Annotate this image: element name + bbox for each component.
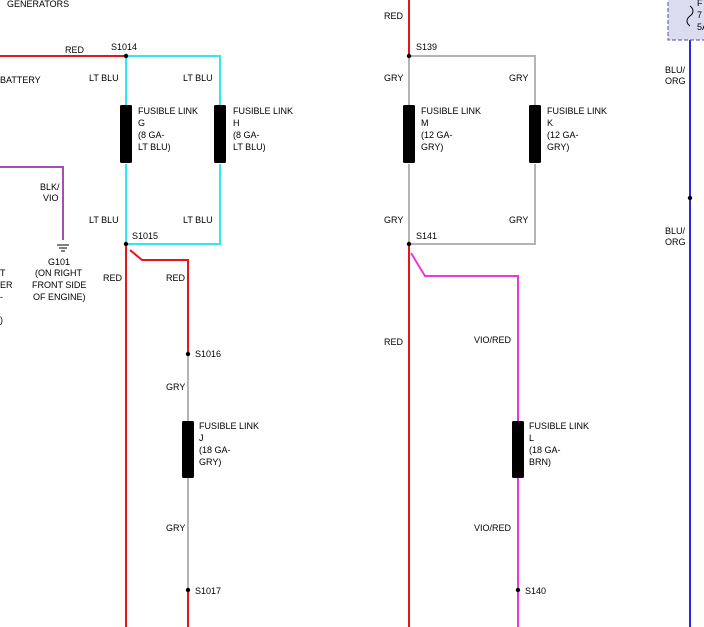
splice-s140-dot [515, 587, 521, 593]
left-cut-line-4: ) [0, 315, 3, 325]
splice-label-s139: S139 [416, 42, 437, 52]
fuse-box-line-1: F [697, 0, 703, 8]
splice-label-s141: S141 [416, 231, 437, 241]
splice-s1015-dot [123, 241, 129, 247]
fusible-link-m-label-1: FUSIBLE LINK [421, 106, 481, 116]
wire-label-lt-blu-1: LT BLU [89, 73, 119, 83]
wire-label-vio-red-bottom: VIO/RED [474, 523, 512, 533]
fusible-link-k-label-2: K [547, 118, 553, 128]
wire-lt-blu-h-to-s1015 [126, 164, 221, 245]
fusible-link-j-label-2: J [199, 433, 204, 443]
fusible-link-m-label-4: GRY) [421, 142, 443, 152]
splice-s1017-dot [185, 587, 191, 593]
left-cut-line-3: - [0, 292, 3, 302]
fusible-link-j-label-4: GRY) [199, 457, 221, 467]
fusible-link-k-label-1: FUSIBLE LINK [547, 106, 607, 116]
splice-label-s1014: S1014 [111, 42, 137, 52]
wire-lt-blu-s1014-to-h [126, 55, 221, 106]
fusible-link-m-label-2: M [421, 118, 429, 128]
wire-label-blk-vio-2: VIO [43, 193, 59, 203]
wire-blk-vio-ground [0, 166, 64, 240]
ground-location-3: OF ENGINE) [33, 292, 86, 302]
fusible-link-g-body [120, 105, 132, 163]
fusible-link-g-label-4: LT BLU) [138, 142, 171, 152]
wire-label-gry-j-bottom: GRY [166, 523, 185, 533]
fusible-link-h-label-3: (8 GA- [233, 130, 260, 140]
wire-label-red-top: RED [384, 11, 404, 21]
ground-name: G101 [48, 257, 70, 267]
wire-red-s1015-to-s1016 [129, 249, 189, 354]
ground-location-2: FRONT SIDE [32, 280, 86, 290]
wire-vio-red-s141-to-l [410, 252, 519, 422]
fusible-link-j-body [182, 421, 194, 478]
wire-label-gry-j-top: GRY [166, 382, 185, 392]
fuse-icon [686, 5, 694, 27]
fusible-link-k-body [529, 105, 541, 163]
fuse-box-outline [667, 0, 704, 41]
wire-label-gry-m-bottom: GRY [384, 215, 403, 225]
left-cut-line-1: T [0, 268, 6, 278]
fusible-link-h-label-4: LT BLU) [233, 142, 266, 152]
fuse-box: F 7 5A [667, 0, 704, 41]
wire-label-lt-blu-3: LT BLU [89, 215, 119, 225]
splice-s139-dot [406, 53, 412, 59]
ground-g101-icon [57, 244, 69, 252]
ground-location-1: (ON RIGHT [35, 268, 82, 278]
wire-label-lt-blu-4: LT BLU [183, 215, 213, 225]
fusible-link-j-label-3: (18 GA- [199, 445, 231, 455]
fuse-box-line-2: 7 [697, 10, 702, 20]
fuse-box-line-3: 5A [697, 22, 704, 32]
splice-label-s1017: S1017 [195, 586, 221, 596]
wire-label-red-battery: RED [65, 45, 85, 55]
fusible-link-m-body [403, 105, 415, 163]
splice-s1014-dot [123, 53, 129, 59]
wire-label-vio-red-top: VIO/RED [474, 335, 512, 345]
fusible-link-h-label-1: FUSIBLE LINK [233, 106, 293, 116]
fusible-link-h-body [214, 105, 226, 163]
fusible-link-bodies [120, 105, 541, 478]
fusible-link-l-label-1: FUSIBLE LINK [529, 421, 589, 431]
fusible-link-j-label-1: FUSIBLE LINK [199, 421, 259, 431]
fusible-link-h-label-2: H [233, 118, 240, 128]
wire-gry-s139-to-k [409, 55, 536, 106]
fusible-link-g-label-1: FUSIBLE LINK [138, 106, 198, 116]
splice-s1016-dot [185, 351, 191, 357]
splice-right-dot [687, 195, 693, 201]
wire-label-gry-m-top: GRY [384, 73, 403, 83]
splice-s141-dot [406, 241, 412, 247]
wire-label-blk-vio-1: BLK/ [40, 182, 60, 192]
fusible-link-l-label-2: L [529, 433, 534, 443]
wire-label-blu-org-top-1: BLU/ [665, 65, 686, 75]
wire-label-gry-k-bottom: GRY [509, 215, 528, 225]
splice-label-s1016: S1016 [195, 349, 221, 359]
left-cut-line-2: ER [0, 280, 13, 290]
splice-dots [123, 53, 693, 593]
splice-label-s140: S140 [525, 586, 546, 596]
fusible-link-g-label-3: (8 GA- [138, 130, 165, 140]
wire-label-red-left: RED [103, 273, 123, 283]
fusible-link-l-label-4: BRN) [529, 457, 551, 467]
fusible-link-l-body [512, 421, 524, 478]
wire-label-blu-org-bottom-1: BLU/ [665, 226, 686, 236]
wire-label-gry-k-top: GRY [509, 73, 528, 83]
wire-label-blu-org-top-2: ORG [665, 76, 686, 86]
labels: GENERATORS BATTERY RED S1014 LT BLU LT B… [0, 0, 686, 596]
wire-gry-k-to-s141 [409, 164, 536, 245]
splice-label-s1015: S1015 [132, 231, 158, 241]
wire-label-lt-blu-2: LT BLU [183, 73, 213, 83]
fusible-link-m-label-3: (12 GA- [421, 130, 453, 140]
generators-label: GENERATORS [7, 0, 69, 9]
fusible-link-k-label-3: (12 GA- [547, 130, 579, 140]
wire-label-red-s1015-branch: RED [166, 273, 186, 283]
wire-label-red-middle: RED [384, 337, 404, 347]
battery-label: BATTERY [0, 75, 41, 85]
fusible-link-g-label-2: G [138, 118, 145, 128]
wire-label-blu-org-bottom-2: ORG [665, 237, 686, 247]
fusible-link-l-label-3: (18 GA- [529, 445, 561, 455]
fusible-link-k-label-4: GRY) [547, 142, 569, 152]
